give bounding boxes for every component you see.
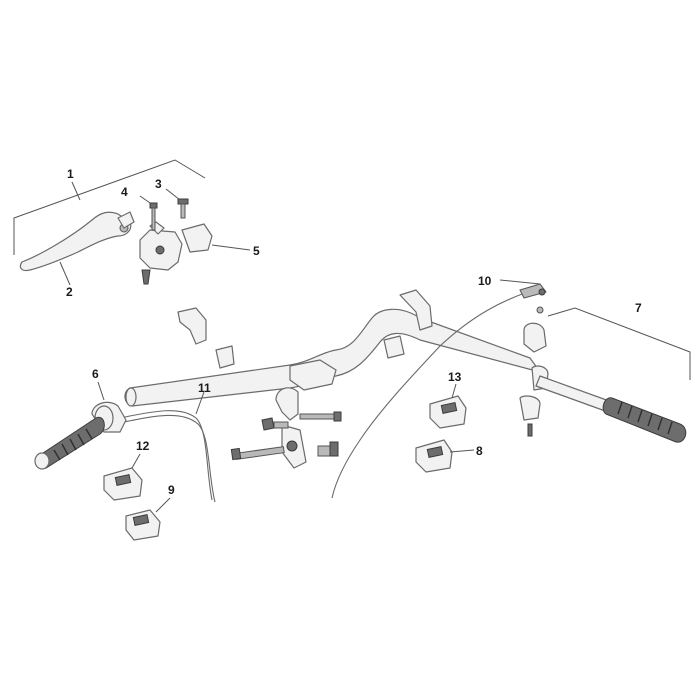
callout-11: 11 [198, 381, 211, 395]
switch-9 [125, 497, 171, 541]
brake-lever [19, 211, 135, 286]
right-grip [535, 307, 691, 443]
callout-8: 8 [476, 444, 483, 458]
callout-9: 9 [168, 483, 175, 497]
lever-clamp [139, 221, 251, 285]
callout-10: 10 [478, 274, 492, 288]
callout-3: 3 [155, 177, 162, 191]
center-clamp [230, 359, 342, 469]
callout-2: 2 [66, 285, 73, 299]
bolt-4 [139, 195, 158, 231]
choke-lever-parts [499, 279, 549, 437]
throttle-cable [119, 287, 541, 503]
callout-5: 5 [253, 244, 260, 258]
callout-6: 6 [92, 367, 99, 381]
callout-labels: 1 2 3 4 5 6 7 8 9 10 11 12 13 [66, 167, 642, 497]
switch-8 [415, 439, 475, 473]
callout-1: 1 [67, 167, 74, 181]
switch-13 [429, 383, 467, 429]
callout-4: 4 [121, 185, 128, 199]
callout-12: 12 [136, 439, 150, 453]
handlebar-tube [124, 289, 541, 407]
assembly-bracket-1 [13, 159, 206, 255]
callout-13: 13 [448, 370, 462, 384]
switch-12 [103, 453, 143, 501]
screw-3 [165, 188, 189, 219]
left-grip [34, 416, 105, 470]
callout-7: 7 [635, 301, 642, 315]
